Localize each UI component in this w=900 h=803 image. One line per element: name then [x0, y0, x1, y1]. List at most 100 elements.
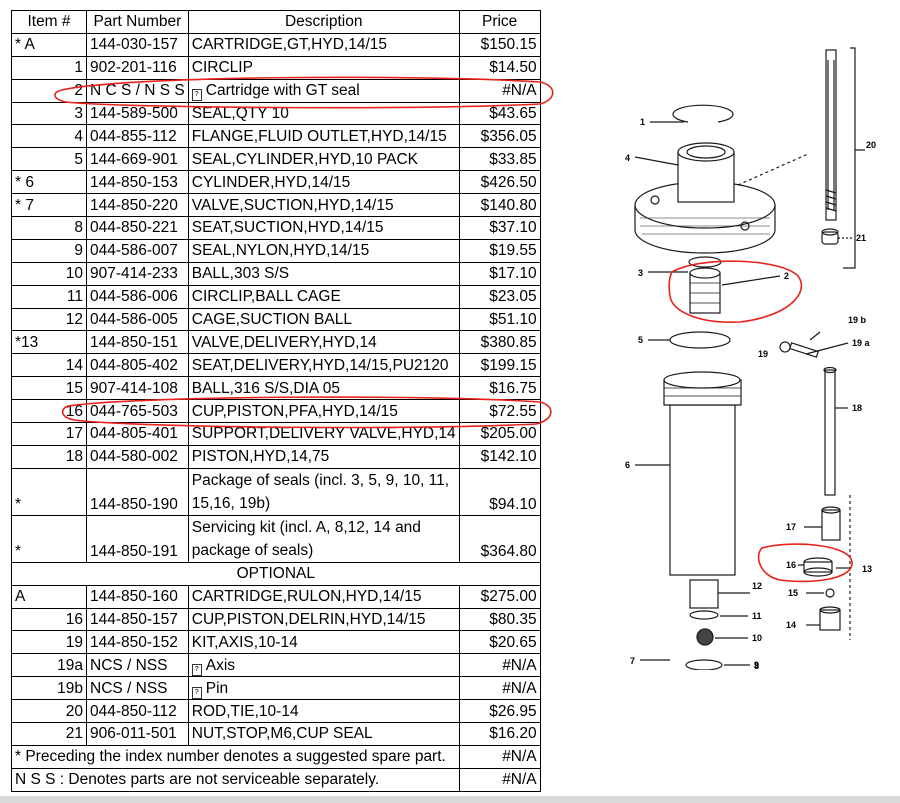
unknown-char-icon: ? [191, 89, 202, 102]
callout-2: 2 [784, 271, 789, 281]
cell-item: * A [11, 32, 87, 57]
cell-part-number: 044-765-503 [86, 399, 189, 424]
cell-description: CARTRIDGE,RULON,HYD,14/15 [187, 584, 460, 609]
cell-description: CIRCLIP,BALL CAGE [187, 284, 460, 309]
note-row: * Preceding the index number denotes a s… [11, 744, 541, 769]
callout-14: 14 [786, 620, 796, 630]
cell-price: $16.20 [458, 722, 541, 746]
cell-price: $205.00 [458, 422, 541, 446]
cell-description: ?Pin [187, 676, 460, 701]
cell-item: * 6 [11, 170, 87, 195]
cell-item: 20 [11, 699, 87, 724]
cell-item: * [11, 514, 87, 563]
cell-part-number: 144-850-191 [86, 514, 189, 563]
cell-description: SEAL,QTY 10 [187, 101, 460, 126]
exploded-parts-diagram: 1 2 3 4 5 6 7 8 9 10 11 12 13 14 15 16 1… [625, 47, 876, 670]
cell-description: SEAL,CYLINDER,HYD,10 PACK [187, 147, 460, 172]
parts-table: Item # Part Number Description Price * A… [11, 10, 541, 792]
cell-description: VALVE,DELIVERY,HYD,14 [187, 330, 460, 355]
note-text: N S S : Denotes parts are not serviceabl… [11, 767, 460, 792]
callout-5: 5 [638, 335, 643, 345]
cell-part-number: 044-855-112 [86, 124, 189, 149]
cell-description: SEAL,NYLON,HYD,14/15 [187, 238, 460, 263]
cell-price: $199.15 [458, 353, 541, 378]
cell-part-number: 906-011-501 [86, 722, 189, 746]
cell-item: 16 [11, 399, 87, 424]
cell-part-number: 044-586-007 [86, 238, 189, 263]
header-description: Description [187, 10, 460, 34]
cell-price: $26.95 [458, 699, 541, 724]
unknown-char-icon: ? [191, 663, 202, 676]
cell-part-number: NCS / NSS [86, 653, 189, 678]
callout-20: 20 [866, 140, 876, 150]
cell-description: SEAT,SUCTION,HYD,14/15 [187, 216, 460, 240]
cell-part-number: 902-201-116 [86, 55, 189, 80]
cell-item: 11 [11, 284, 87, 309]
callout-19b: 19 b [848, 315, 867, 325]
cell-price: $51.10 [458, 307, 541, 332]
cell-part-number: 907-414-108 [86, 376, 189, 401]
callout-4: 4 [625, 153, 630, 163]
cell-price: $380.85 [458, 330, 541, 355]
cell-item: 10 [11, 261, 87, 286]
cell-price: $140.80 [458, 193, 541, 218]
cell-text: Cartridge with GT seal [205, 82, 360, 100]
cell-price: $80.35 [458, 607, 541, 632]
header-part-number: Part Number [86, 10, 189, 34]
cell-item: 1 [11, 55, 87, 80]
cell-price: $150.15 [458, 32, 541, 57]
callout-3: 3 [638, 268, 643, 278]
cell-item: 2 [11, 78, 87, 103]
note-text: * Preceding the index number denotes a s… [11, 744, 460, 769]
cell-price: #N/A [458, 78, 541, 103]
cell-item: 5 [11, 147, 87, 172]
cell-part-number: 144-589-500 [86, 101, 189, 126]
cell-description: CUP,PISTON,DELRIN,HYD,14/15 [187, 607, 460, 632]
cell-description: PISTON,HYD,14,75 [187, 444, 460, 469]
cell-price: $426.50 [458, 170, 541, 195]
cell-part-number: 044-850-221 [86, 216, 189, 240]
cell-part-number: 144-850-153 [86, 170, 189, 195]
cell-description: CARTRIDGE,GT,HYD,14/15 [187, 32, 460, 57]
cell-part-number: 144-850-151 [86, 330, 189, 355]
cell-price: #N/A [458, 676, 541, 701]
header-item: Item # [11, 10, 87, 34]
cell-part-number: 144-850-157 [86, 607, 189, 632]
cell-description: Servicing kit (incl. A, 8,12, 14 and pac… [187, 514, 460, 563]
cell-price: $43.65 [458, 101, 541, 126]
cell-part-number: NCS / NSS [86, 676, 189, 701]
cell-part-number: 144-850-220 [86, 193, 189, 218]
cell-description: SUPPORT,DELIVERY VALVE,HYD,14 [187, 422, 460, 446]
cell-description: SEAT,DELIVERY,HYD,14/15,PU2120 [187, 353, 460, 378]
cell-part-number: 144-850-160 [86, 584, 189, 609]
callout-19a: 19 a [852, 338, 871, 348]
note-price: #N/A [458, 744, 541, 769]
unknown-char-icon: ? [191, 686, 202, 699]
cell-item: 9 [11, 238, 87, 263]
callout-6: 6 [625, 460, 630, 470]
cell-price: $20.65 [458, 630, 541, 655]
callout-18: 18 [852, 403, 862, 413]
callout-10: 10 [752, 633, 762, 643]
cell-description: VALVE,SUCTION,HYD,14/15 [187, 193, 460, 218]
cell-part-number: 144-030-157 [86, 32, 189, 57]
diagram-line-art [634, 47, 865, 670]
cell-description: CYLINDER,HYD,14/15 [187, 170, 460, 195]
